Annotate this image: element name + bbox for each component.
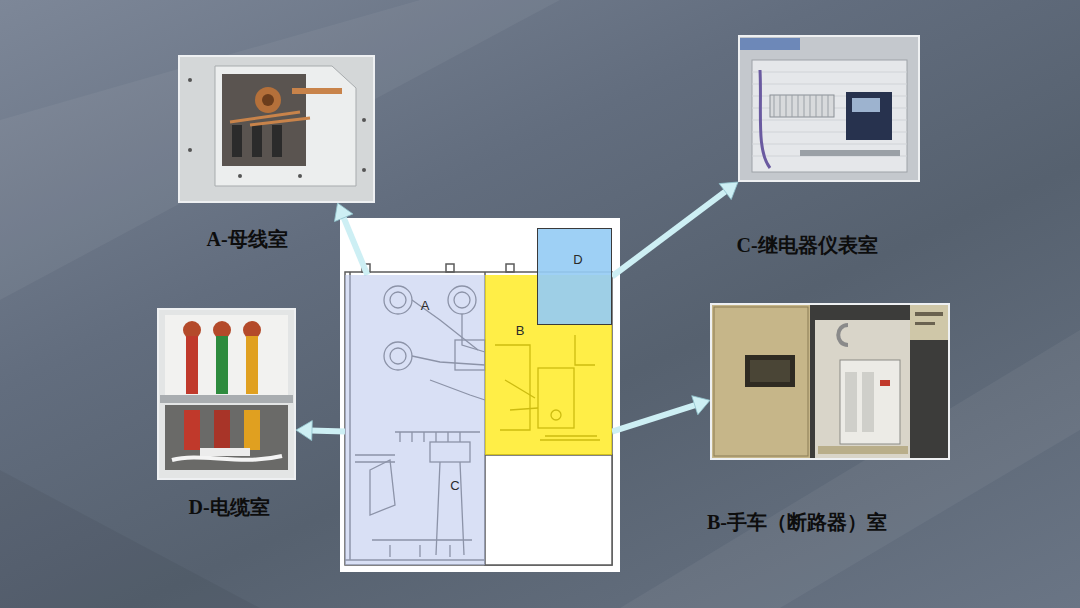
arrow-head <box>719 182 738 200</box>
cabinet-outline-part <box>446 264 454 272</box>
breaker-room-photo-part <box>815 320 910 458</box>
compartment-region: C <box>345 420 485 565</box>
callout-arrow <box>612 182 738 277</box>
cable-room-photo-part <box>214 410 230 450</box>
callout-arrow <box>612 396 710 432</box>
cable-room-photo-part <box>160 395 293 403</box>
breaker-room-photo-part <box>710 303 950 460</box>
busbar-photo-part <box>230 112 310 125</box>
background-streaks-part <box>0 470 260 608</box>
arrow-shaft <box>612 190 727 276</box>
arrow-head <box>296 421 312 441</box>
cabinet-outline-part <box>506 264 514 272</box>
callout-arrow <box>296 421 345 441</box>
relay-room-photo-part <box>740 38 800 50</box>
breaker-room-photo-part <box>915 312 943 316</box>
relay-room-photo-part <box>774 95 828 117</box>
cable-room-photo-part <box>200 448 250 456</box>
cable-room-photo-part <box>157 308 296 480</box>
cable-room-photo-part <box>244 410 260 450</box>
breaker-room-photo-part <box>880 380 890 386</box>
compartment-region: A <box>345 275 485 420</box>
breaker-room-photo-part <box>745 355 795 387</box>
breaker-room-photo-part <box>840 360 900 444</box>
breaker-room-photo-part <box>915 322 935 325</box>
cable-room-photo-part <box>246 336 258 394</box>
cable-room-photo-part <box>216 336 228 394</box>
breaker-room-photo-part <box>712 305 810 458</box>
compartment-letter: B <box>516 323 525 338</box>
busbar-photo <box>178 55 375 203</box>
photo-panel: B-手车（断路器）室 <box>710 303 950 460</box>
relay-room-photo <box>738 35 920 182</box>
relay-room-photo-part <box>852 98 880 112</box>
breaker-room-photo-part <box>910 305 948 340</box>
breaker-room-photo <box>710 303 950 460</box>
busbar-photo-part <box>178 55 375 203</box>
photo-panel: C-继电器仪表室 <box>738 35 920 182</box>
arrow-shaft <box>310 431 345 432</box>
breaker-room-photo-part <box>818 446 908 454</box>
relay-room-photo-part <box>752 72 907 156</box>
busbar-photo-part <box>272 125 282 157</box>
arrow-shaft <box>612 405 697 432</box>
photo-panel: A-母线室 <box>178 55 375 203</box>
breaker-room-photo-part <box>838 325 848 345</box>
compartment-letter: A <box>421 298 430 313</box>
busbar-photo-part <box>188 78 192 82</box>
breaker-room-photo-part <box>750 360 790 382</box>
relay-room-photo-part <box>800 150 900 156</box>
cable-room-photo-part <box>165 315 288 395</box>
breaker-room-photo-part <box>862 372 874 432</box>
compartment-letter: C <box>450 478 459 493</box>
panel-caption: C-继电器仪表室 <box>736 232 877 259</box>
busbar-photo-part <box>232 125 242 157</box>
callout-arrow <box>334 203 367 275</box>
relay-room-photo-part <box>738 35 920 182</box>
relay-room-photo-part <box>752 60 907 172</box>
panel-caption: B-手车（断路器）室 <box>707 509 887 536</box>
busbar-photo-part <box>238 174 242 178</box>
busbar-photo-part <box>255 87 281 113</box>
busbar-photo-part <box>188 148 192 152</box>
arrow-head <box>334 203 352 222</box>
compartment-region: D <box>537 228 612 325</box>
cable-room-photo <box>157 308 296 480</box>
arrow-head <box>692 396 710 415</box>
busbar-photo-part <box>262 94 274 106</box>
breaker-room-photo-part <box>714 307 808 456</box>
busbar-photo-part <box>298 174 302 178</box>
busbar-photo-part <box>362 168 366 172</box>
cable-room-photo-part <box>184 410 200 450</box>
cable-room-photo-part <box>165 405 288 470</box>
busbar-photo-part <box>215 66 356 186</box>
arrow-shaft <box>343 216 367 275</box>
compartment-letter: D <box>573 252 582 267</box>
background-streaks-part <box>620 330 1080 608</box>
relay-room-photo-part <box>760 70 770 168</box>
breaker-room-photo-part <box>845 372 857 432</box>
cabinet-drawing-part <box>340 218 620 572</box>
busbar-photo-part <box>362 118 366 122</box>
cable-room-photo-part <box>172 456 282 460</box>
relay-room-photo-part <box>770 95 834 117</box>
photo-panel: D-电缆室 <box>157 308 296 480</box>
relay-room-photo-part <box>846 92 892 140</box>
busbar-photo-part <box>252 125 262 157</box>
cable-room-photo-part <box>186 336 198 394</box>
panel-caption: D-电缆室 <box>188 494 269 521</box>
panel-caption: A-母线室 <box>206 226 287 253</box>
busbar-photo-part <box>292 88 342 94</box>
cabinet-drawing-part <box>485 455 612 565</box>
